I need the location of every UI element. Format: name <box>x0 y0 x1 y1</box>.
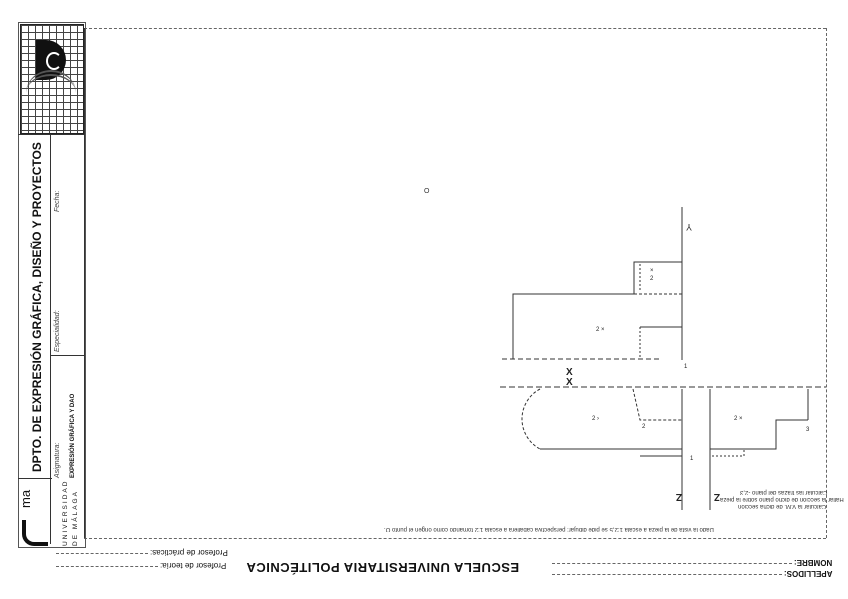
svg-text:X: X <box>566 377 573 388</box>
svg-text:2: 2 <box>642 424 646 430</box>
profesor-teoria-line <box>56 566 158 567</box>
svg-text:1: 1 <box>690 456 694 462</box>
svg-text:Z: Z <box>676 491 682 502</box>
svg-text:2: 2 <box>650 276 654 282</box>
title-divider-2 <box>50 355 84 356</box>
apellidos-line <box>552 574 782 575</box>
logo-arc-icon <box>26 70 76 116</box>
logo-c-icon <box>46 52 62 70</box>
title-divider-3 <box>18 478 52 479</box>
svg-text:Z: Z <box>714 491 720 502</box>
university-logo-icon <box>22 520 48 546</box>
title-block <box>18 22 86 548</box>
svg-text:3: 3 <box>806 427 810 433</box>
sheet-border-top <box>84 28 826 29</box>
nombre-line <box>552 563 792 564</box>
svg-text:2 ×: 2 × <box>596 327 605 333</box>
sheet-border-left <box>84 28 85 538</box>
sheet-border-right <box>826 28 827 538</box>
origin-point: O <box>424 188 430 195</box>
svg-text:2 ›: 2 › <box>592 416 599 422</box>
sheet-border-bottom <box>84 538 826 539</box>
svg-text:X: X <box>566 367 573 378</box>
svg-text:1: 1 <box>684 364 688 370</box>
svg-text:×: × <box>650 268 654 274</box>
title-divider-1 <box>18 134 84 135</box>
svg-text:2 ×: 2 × <box>734 416 743 422</box>
svg-text:Y: Y <box>686 222 692 232</box>
profesor-practicas-line <box>56 553 148 554</box>
title-col-divider <box>50 134 51 544</box>
